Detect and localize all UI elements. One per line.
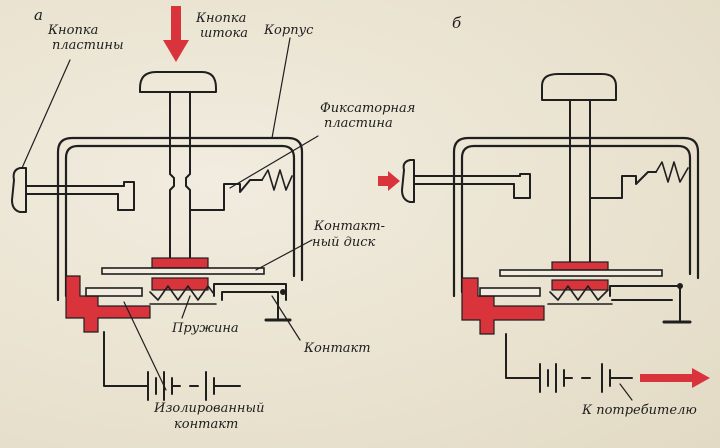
label-lock-plate-1: Фиксаторная <box>320 101 415 116</box>
label-lock-plate-2: пластина <box>324 116 393 131</box>
spring-b <box>549 285 609 301</box>
to-consumer-arrow <box>640 368 710 388</box>
rod-button-a <box>139 71 217 93</box>
panel-b-letter: б <box>452 14 462 32</box>
label-insulated-contact-2: контакт <box>174 417 238 432</box>
lock-plate-spring-b <box>655 161 689 183</box>
label-spring: Пружина <box>171 321 239 336</box>
rod-b <box>569 99 591 263</box>
plate-button-a <box>11 167 27 213</box>
contact-disc-plate-a <box>101 267 265 275</box>
housing-a <box>56 136 304 302</box>
plate-button-b <box>401 159 415 203</box>
contact-disc-bottom-a <box>151 277 209 291</box>
contact-disc-plate-b <box>499 269 663 277</box>
push-arrow-b <box>378 171 400 191</box>
spring-a <box>149 285 215 301</box>
plate-hook-a <box>117 181 135 211</box>
insulated-contact-plate-b <box>479 287 541 297</box>
label-to-consumer: К потребителю <box>581 403 697 418</box>
housing-b <box>452 136 700 298</box>
label-insulated-contact-1: Изолированный <box>153 401 264 416</box>
label-contact: Контакт <box>303 341 371 356</box>
panel-a: а <box>11 6 415 432</box>
label-rod-button-2: штока <box>200 26 248 41</box>
label-rod-button-1: Кнопка <box>195 11 246 26</box>
label-contact-disc-2: ный диск <box>312 235 376 250</box>
label-housing: Корпус <box>263 23 314 38</box>
contact-point-a <box>280 289 286 295</box>
label-plate-button-2: пластины <box>52 38 124 53</box>
plate-hook-b <box>513 173 531 199</box>
insulated-contact-a <box>65 275 151 333</box>
insulated-contact-b <box>461 277 545 335</box>
insulated-contact-plate-a <box>85 287 143 297</box>
rod-a <box>169 91 191 263</box>
contact-frame-b <box>609 285 681 313</box>
leaders-a <box>21 37 319 391</box>
label-plate-button-1: Кнопка <box>47 23 98 38</box>
press-arrow-a <box>163 6 189 62</box>
label-contact-disc-1: Контакт- <box>313 219 385 234</box>
contact-point-b <box>677 283 683 289</box>
rod-button-b <box>541 73 617 101</box>
contact-disc-bottom-b <box>551 279 609 291</box>
contact-frame-a <box>213 283 287 301</box>
circuit-b <box>505 333 633 393</box>
lock-plate-spring-a <box>261 169 293 191</box>
panel-a-letter: а <box>34 6 43 24</box>
panel-b: б <box>378 14 710 418</box>
circuit-a <box>103 331 241 401</box>
